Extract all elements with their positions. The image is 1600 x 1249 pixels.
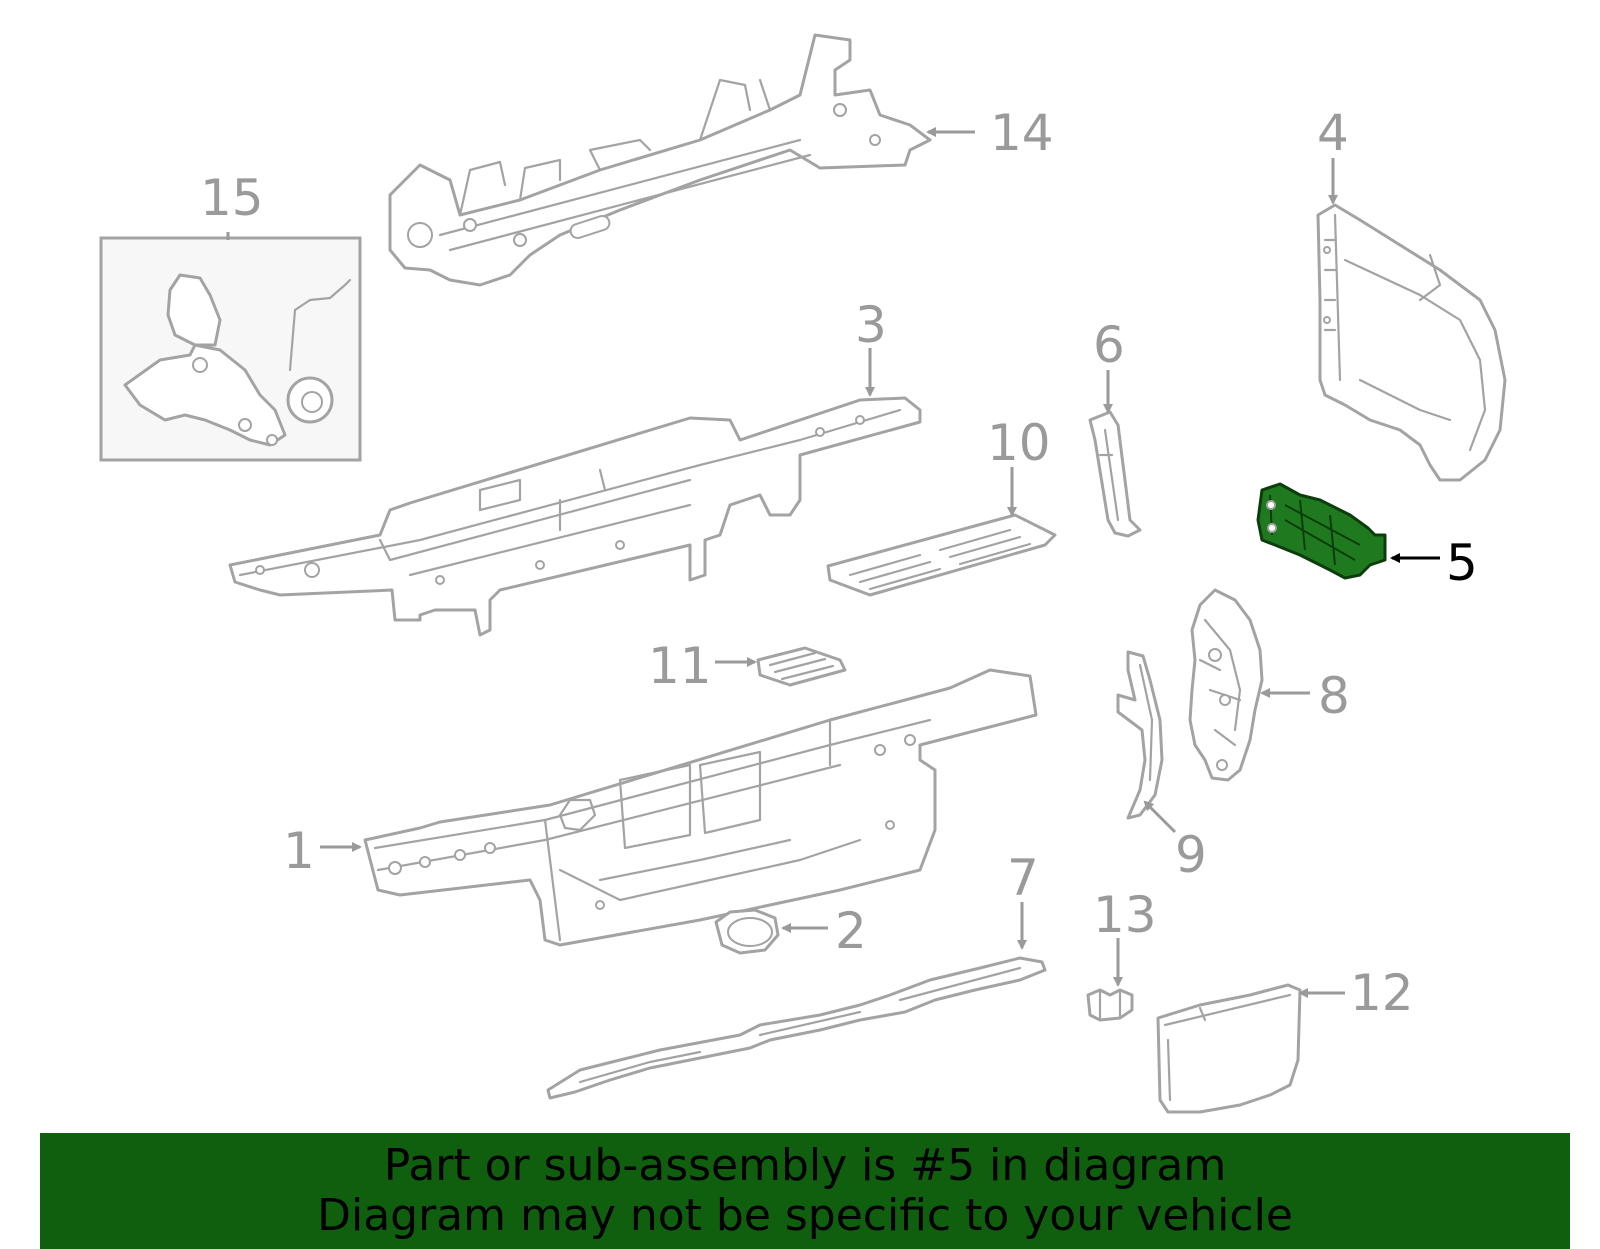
part-11-small-pad — [756, 646, 847, 687]
callout-11: 11 — [648, 637, 712, 695]
leader-lines — [226, 127, 1440, 998]
callout-2: 2 — [835, 902, 867, 960]
part-2-plug — [714, 908, 780, 955]
leader-9 — [1143, 800, 1177, 834]
callout-14: 14 — [990, 104, 1054, 162]
callout-15: 15 — [200, 169, 264, 227]
banner-line-part: Part or sub-assembly is #5 in diagram — [383, 1140, 1227, 1191]
callout-13: 13 — [1093, 886, 1157, 944]
callout-10: 10 — [987, 414, 1051, 472]
callout-labels: 15 14 4 3 6 10 5 11 8 9 1 2 7 13 12 — [200, 104, 1478, 1022]
part-14-cross-member — [388, 33, 932, 287]
part-13-clip — [1086, 988, 1134, 1022]
callout-5: 5 — [1446, 534, 1478, 592]
callout-9: 9 — [1175, 826, 1207, 884]
callout-3: 3 — [855, 296, 887, 354]
callout-6: 6 — [1093, 316, 1125, 374]
part-4-side-panel — [1316, 203, 1507, 482]
part-9-reinforcement — [1116, 650, 1164, 820]
part-3-rear-cross-member — [228, 396, 922, 637]
callout-8: 8 — [1318, 667, 1350, 725]
part-5-highlighted-bracket — [1256, 482, 1387, 580]
info-banner: Part or sub-assembly is #5 in diagram Di… — [40, 1133, 1570, 1249]
callout-4: 4 — [1317, 104, 1349, 162]
part-12-end-panel — [1156, 983, 1302, 1114]
callout-12: 12 — [1350, 964, 1414, 1022]
part-7-trim-strip — [546, 956, 1047, 1100]
part-1-main-cross-member — [363, 668, 1038, 947]
part-6-bracket — [1088, 410, 1142, 538]
callout-1: 1 — [283, 822, 315, 880]
banner-line-disclaimer: Diagram may not be specific to your vehi… — [317, 1190, 1293, 1241]
part-10-step-pad — [826, 513, 1057, 597]
part-15-latch-assembly — [99, 236, 362, 462]
part-8-bracket-assembly — [1188, 588, 1264, 782]
callout-7: 7 — [1007, 849, 1039, 907]
